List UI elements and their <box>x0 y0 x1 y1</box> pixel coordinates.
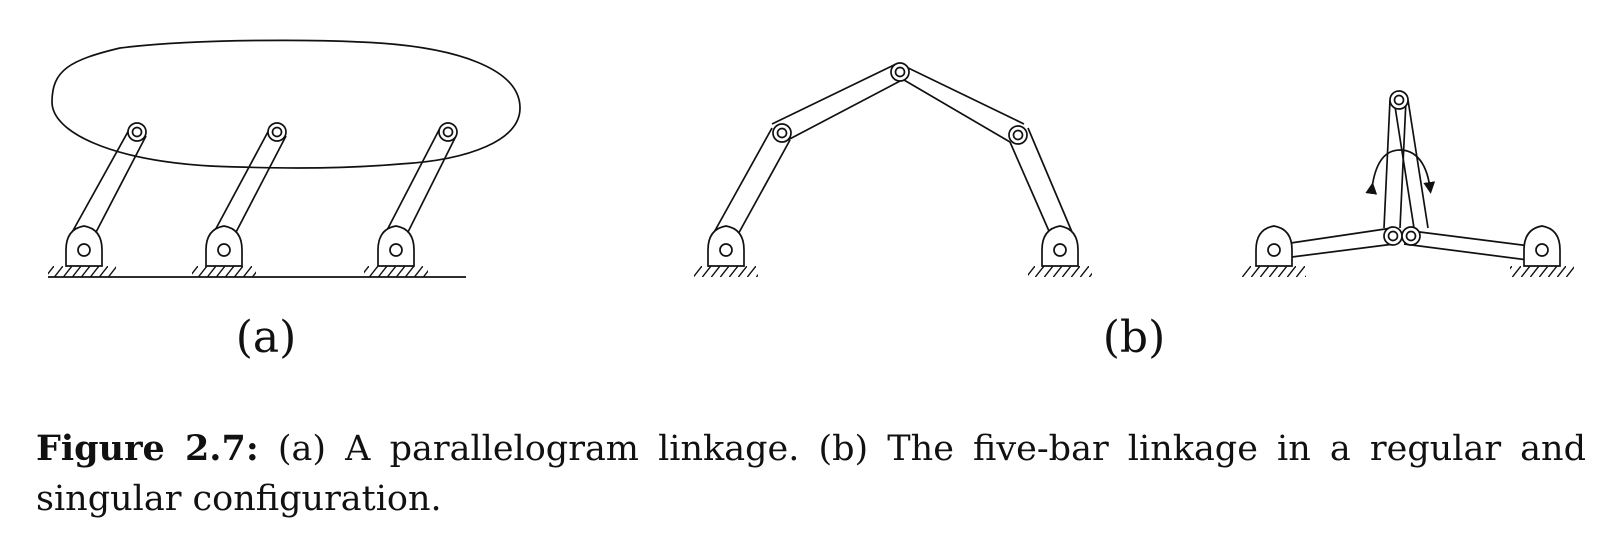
linkage-illustration: (a) (b) <box>48 39 1574 363</box>
caption-label: Figure 2.7: <box>36 428 259 469</box>
subfigure-label-a: (a) <box>236 312 297 363</box>
parallelogram-linkage <box>48 39 521 278</box>
link-2 <box>211 122 287 237</box>
figure-2-7: (a) (b) <box>48 39 1574 363</box>
figure-caption: Figure 2.7: (a) A parallelogram linkage.… <box>36 424 1586 524</box>
rotation-arrow <box>1365 149 1436 195</box>
ground-pivot-a3 <box>364 225 428 277</box>
ground-pivot-b1 <box>694 225 758 277</box>
five-bar-singular <box>1242 90 1574 277</box>
caption-text: (a) A parallelogram linkage. (b) The fiv… <box>36 429 1586 519</box>
link-1 <box>69 122 147 237</box>
ground-pivot-b3 <box>1242 225 1306 277</box>
coupler-body <box>51 39 521 169</box>
five-bar-regular <box>694 62 1092 277</box>
ground-pivot-b2 <box>1028 225 1092 277</box>
ground-pivot-a1 <box>48 225 116 277</box>
subfigure-label-b: (b) <box>1103 312 1166 363</box>
ground-pivot-a2 <box>192 225 256 277</box>
ground-pivot-b4 <box>1510 225 1574 277</box>
link-3 <box>383 122 458 237</box>
